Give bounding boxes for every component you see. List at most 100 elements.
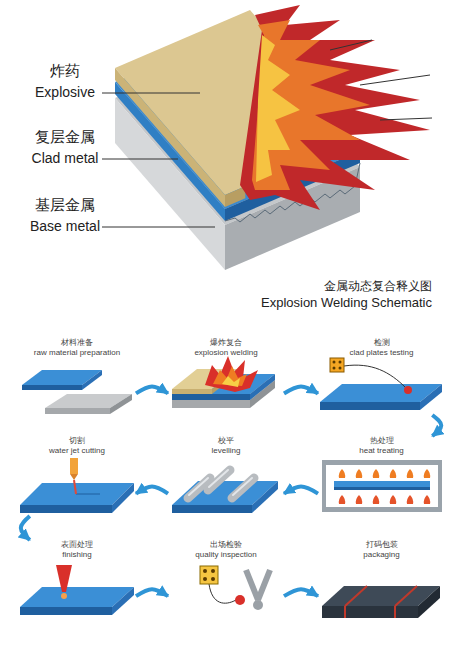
furnace-frame	[438, 460, 442, 512]
part-label: Base metal	[10, 218, 120, 234]
roller-shine	[233, 478, 252, 495]
tester-dot	[203, 577, 207, 581]
part-label: Explosive	[10, 84, 120, 100]
bend-test-bar	[246, 570, 258, 600]
heater-flame	[356, 469, 362, 478]
step-title: 出场检验	[168, 540, 284, 550]
flame-middle	[213, 366, 247, 386]
process-step: 出场检验quality inspection	[168, 540, 284, 618]
heater-flame	[356, 495, 362, 504]
plate-side	[110, 394, 132, 414]
probe-wire	[209, 584, 236, 603]
process-step: 切割water jet cutting	[18, 436, 136, 516]
flame-middle	[252, 20, 370, 190]
step-subtitle: quality inspection	[168, 550, 284, 560]
probe-head	[404, 386, 412, 394]
plate-front	[172, 505, 252, 513]
step-title: 检测	[318, 338, 445, 348]
furnace-frame	[322, 507, 442, 512]
furnace-frame	[322, 460, 442, 465]
flow-arrow	[432, 415, 441, 436]
step-subtitle: heat treating	[318, 446, 445, 456]
roller	[232, 478, 254, 498]
cut-line	[76, 494, 100, 495]
flow-arrow	[21, 516, 30, 540]
leader-line	[102, 93, 200, 94]
tester-dot	[211, 569, 215, 573]
heater-flame	[339, 469, 345, 478]
grinding-spark	[61, 593, 67, 599]
probe-wire	[344, 365, 406, 388]
process-step: 校平levelling	[168, 436, 284, 516]
flow-arrow	[284, 386, 318, 393]
process-step: 爆炸复合explosion welding	[168, 338, 284, 415]
leader-line	[360, 75, 430, 85]
flow-arrow	[284, 487, 318, 494]
leader-line	[380, 118, 432, 120]
flow-arrow	[136, 386, 168, 393]
process-step: 打码包装packaging	[318, 540, 445, 618]
tester-dot	[333, 367, 336, 370]
flow-arrow	[136, 487, 168, 494]
step-title: 爆炸复合	[168, 338, 284, 348]
package-strap	[394, 606, 396, 618]
heater-flame	[407, 469, 413, 478]
step-title: 材料准备	[18, 338, 136, 348]
process-step: 表面处理finishing	[18, 540, 136, 618]
flame-outer	[240, 5, 430, 210]
plate-front	[22, 385, 82, 390]
roller-shine	[209, 470, 228, 487]
step-title: 校平	[168, 436, 284, 446]
flame-inner	[222, 376, 240, 387]
bend-test-bar	[258, 570, 270, 600]
step-subtitle: explosion welding	[168, 348, 284, 358]
furnace-frame	[322, 460, 326, 512]
plate-side	[252, 481, 278, 513]
package-strap	[345, 586, 367, 606]
heater-flame	[424, 495, 430, 504]
jet-nozzle	[70, 458, 78, 474]
flow-arrow	[136, 589, 168, 596]
heater-flame	[373, 495, 379, 504]
leader-line	[102, 227, 215, 228]
tester-dot	[333, 361, 336, 364]
grinding-tool	[56, 565, 72, 592]
plate-side	[112, 587, 134, 615]
tester-dot	[203, 569, 207, 573]
plate-front	[172, 394, 250, 400]
tester-box	[200, 566, 218, 584]
tester-dot	[211, 577, 215, 581]
water-jet	[74, 480, 76, 494]
tester-dot	[339, 361, 342, 364]
bend-test-pin	[253, 600, 263, 610]
plate-front	[20, 607, 112, 615]
caption-text: 金属动态复合释义图	[232, 280, 432, 294]
process-step: 检测clad plates testing	[318, 338, 445, 415]
plate-front	[172, 400, 250, 408]
heater-flame	[407, 495, 413, 504]
part-label: 复层金属	[10, 128, 120, 145]
explosive-right-face	[225, 186, 245, 207]
plate-side	[420, 384, 442, 410]
jet-nozzle-tip	[70, 474, 78, 480]
step-subtitle: water jet cutting	[18, 446, 136, 456]
explosive-left-face	[115, 68, 225, 207]
package-strap	[344, 606, 346, 618]
process-step: 热处理heat treating	[318, 436, 445, 516]
leader-line	[102, 159, 178, 160]
heater-flame	[390, 469, 396, 478]
plate-front	[334, 487, 430, 490]
heater-flame	[390, 495, 396, 504]
step-title: 表面处理	[18, 540, 136, 550]
flame-outer	[205, 356, 258, 392]
package-front	[322, 606, 418, 618]
step-subtitle: finishing	[18, 550, 136, 560]
heater-flame	[373, 469, 379, 478]
flame-inner	[256, 35, 300, 182]
step-title: 切割	[18, 436, 136, 446]
roller	[208, 470, 230, 490]
step-subtitle: levelling	[168, 446, 284, 456]
part-label: 炸药	[10, 62, 120, 79]
